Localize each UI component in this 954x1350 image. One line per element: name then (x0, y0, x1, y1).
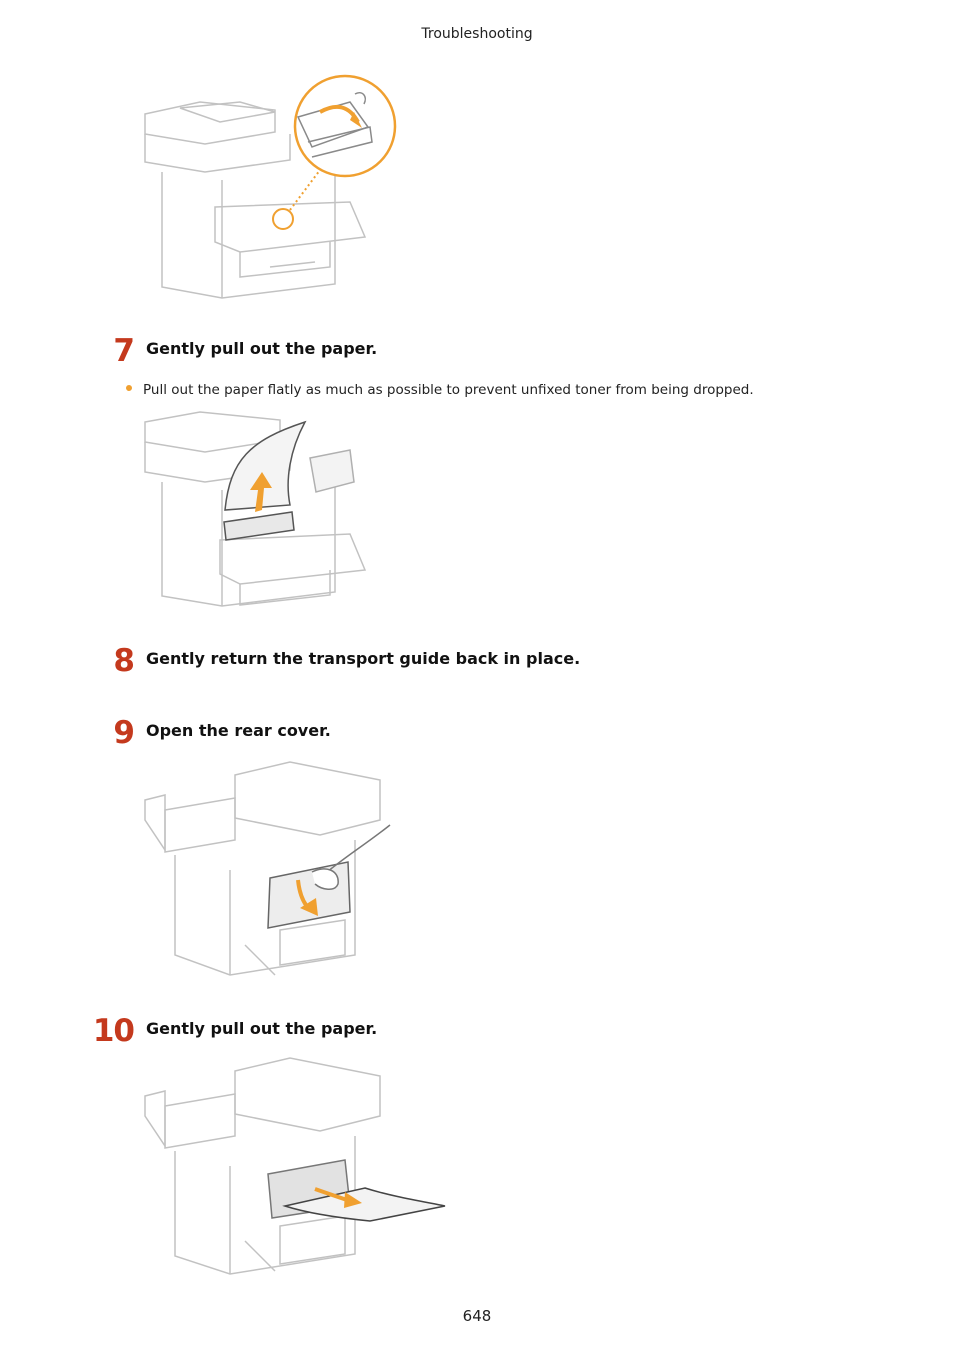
rear-cover-illustration (140, 760, 400, 985)
note-text: Pull out the paper flatly as much as pos… (143, 382, 754, 398)
step-7: 7 Gently pull out the paper. (0, 333, 954, 373)
step-number: 9 (113, 715, 135, 751)
pull-paper-front-illustration (140, 410, 370, 610)
step-title: Gently return the transport guide back i… (146, 649, 581, 668)
step-8: 8 Gently return the transport guide back… (0, 643, 954, 683)
step-10: 10 Gently pull out the paper. (0, 1013, 954, 1053)
step-number: 7 (113, 333, 135, 369)
step-9: 9 Open the rear cover. (0, 715, 954, 755)
step-number: 8 (113, 643, 135, 679)
printer-detail-illustration (140, 72, 400, 302)
bullet-icon (126, 385, 132, 391)
pull-paper-rear-illustration (140, 1056, 450, 1276)
step-number: 10 (92, 1013, 135, 1049)
step-title: Gently pull out the paper. (146, 1019, 378, 1038)
running-header: Troubleshooting (421, 26, 533, 42)
step-title: Open the rear cover. (146, 721, 331, 740)
page-number: 648 (462, 1307, 492, 1325)
step-7-note: Pull out the paper flatly as much as pos… (126, 382, 754, 398)
step-title: Gently pull out the paper. (146, 339, 378, 358)
